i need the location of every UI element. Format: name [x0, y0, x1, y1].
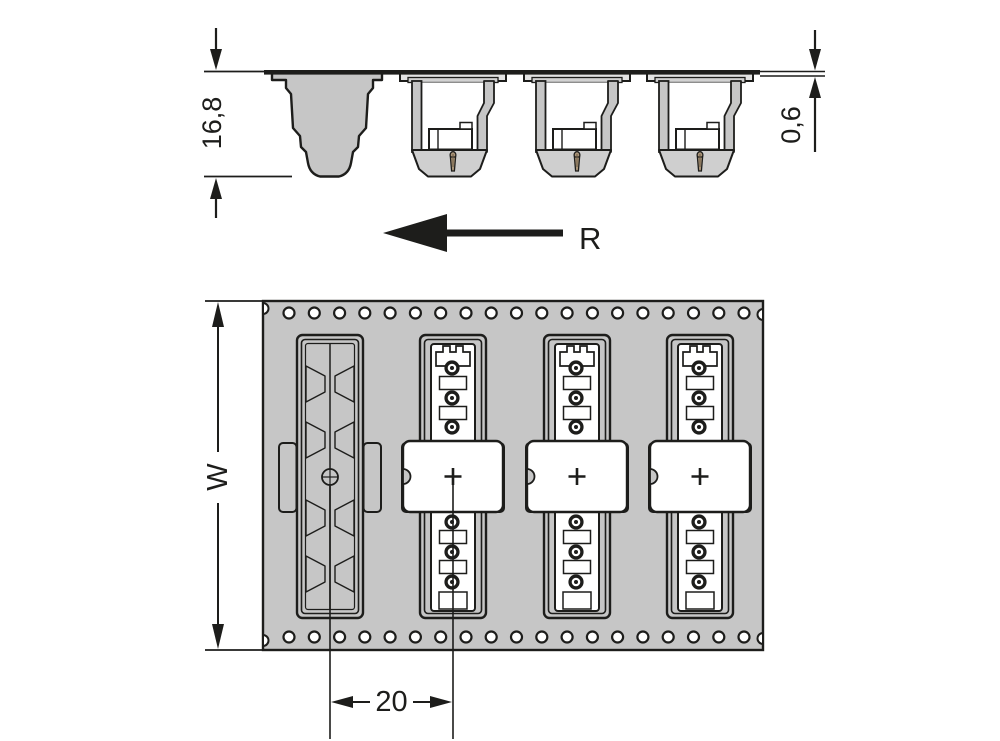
dimension-tape-thickness: 0,6: [776, 30, 821, 152]
sprocket-hole: [282, 306, 296, 320]
direction-arrow: R: [383, 214, 601, 256]
side-view: 16,8 0,6 R: [197, 28, 825, 256]
sprocket-hole: [358, 630, 372, 644]
sprocket-hole: [484, 306, 498, 320]
sprocket-hole-rows: [282, 306, 751, 644]
tape-film-side: [264, 70, 760, 75]
sprocket-hole: [333, 306, 347, 320]
sprocket-hole: [686, 630, 701, 644]
sprocket-hole: [484, 630, 498, 644]
dimension-pocket-pitch: 20: [331, 686, 452, 718]
empty-pocket-side: [270, 70, 384, 178]
connector-pocket-side: [399, 71, 507, 178]
sprocket-hole: [585, 306, 600, 320]
sprocket-hole: [737, 630, 751, 644]
sprocket-hole: [509, 306, 524, 320]
edge-notch: [756, 631, 764, 646]
sprocket-hole: [661, 630, 675, 644]
pocket-ribs: [305, 365, 355, 593]
connector-pocket-side: [523, 71, 631, 178]
edge-notch: [262, 301, 270, 316]
tape-thickness-label: 0,6: [776, 106, 806, 144]
sprocket-hole: [535, 630, 549, 644]
edge-notch: [262, 633, 270, 648]
connector-pocket-side: [646, 71, 754, 178]
dimension-pocket-depth: 16,8: [197, 28, 292, 218]
sprocket-hole: [459, 306, 473, 320]
dimension-tape-width: W: [202, 300, 263, 651]
edge-notch: [756, 307, 764, 322]
sprocket-hole: [636, 630, 650, 644]
sprocket-hole: [560, 630, 574, 644]
sprocket-hole: [383, 630, 397, 644]
sprocket-hole: [358, 306, 372, 320]
sprocket-hole: [333, 630, 347, 644]
sprocket-hole: [585, 630, 600, 644]
sprocket-hole: [686, 306, 701, 320]
sprocket-hole: [383, 306, 397, 320]
sprocket-hole: [408, 630, 422, 644]
sprocket-hole: [560, 306, 574, 320]
sprocket-hole: [661, 306, 675, 320]
sprocket-hole: [434, 306, 448, 320]
arrow-left-icon: [383, 214, 447, 252]
direction-label: R: [579, 221, 601, 256]
sprocket-hole: [610, 306, 625, 320]
sprocket-hole: [712, 306, 726, 320]
sprocket-hole: [459, 630, 473, 644]
sprocket-hole: [408, 306, 422, 320]
sprocket-hole: [509, 630, 524, 644]
tape-width-label: W: [202, 463, 234, 491]
pocket-depth-label: 16,8: [197, 97, 227, 150]
sprocket-hole: [307, 306, 321, 320]
sprocket-hole: [307, 630, 321, 644]
top-view: W 20: [202, 299, 765, 739]
sprocket-hole: [282, 630, 296, 644]
sprocket-hole: [610, 630, 625, 644]
sprocket-hole: [434, 630, 448, 644]
sprocket-hole: [636, 306, 650, 320]
sprocket-hole: [712, 630, 726, 644]
sprocket-hole: [535, 306, 549, 320]
sprocket-hole: [737, 306, 751, 320]
pocket-pitch-label: 20: [375, 686, 407, 718]
